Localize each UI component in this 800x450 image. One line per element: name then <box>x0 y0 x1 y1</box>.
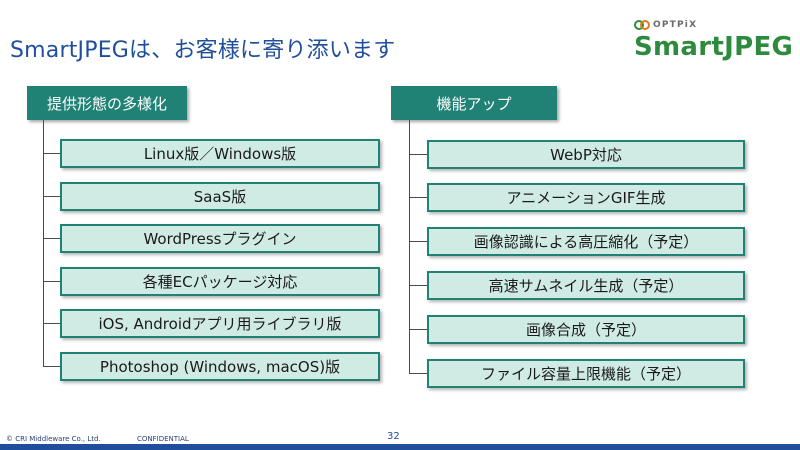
left-branch <box>43 238 60 239</box>
page-number: 32 <box>387 431 400 442</box>
right-item-3: 画像認識による高圧縮化（予定） <box>427 227 745 256</box>
right-branch <box>409 285 427 286</box>
right-connector-line <box>409 120 410 373</box>
left-branch <box>43 366 60 367</box>
right-item-1: WebP対応 <box>427 140 745 169</box>
footer-copyright: © CRI Middleware Co., Ltd. <box>6 435 101 443</box>
left-branch <box>43 153 60 154</box>
slide-title: SmartJPEGは、お客様に寄り添います <box>10 38 396 63</box>
left-item-3: WordPressプラグイン <box>60 224 380 253</box>
logo-small-text: OPTPiX <box>653 20 698 30</box>
bottom-accent-bar <box>0 444 800 450</box>
left-branch <box>43 323 60 324</box>
left-item-6: Photoshop (Windows, macOS)版 <box>60 352 380 381</box>
left-item-1: Linux版／Windows版 <box>60 139 380 168</box>
right-branch <box>409 373 427 374</box>
right-branch <box>409 197 427 198</box>
right-branch <box>409 241 427 242</box>
left-item-4: 各種ECパッケージ対応 <box>60 267 380 296</box>
footer-confidential: CONFIDENTIAL <box>137 435 189 443</box>
left-item-5: iOS, Androidアプリ用ライブラリ版 <box>60 309 380 338</box>
right-item-6: ファイル容量上限機能（予定） <box>427 359 745 388</box>
left-branch <box>43 196 60 197</box>
right-item-5: 画像合成（予定） <box>427 315 745 344</box>
left-column-header: 提供形態の多様化 <box>27 86 187 120</box>
logo-main-text: SmartJPEG <box>634 32 794 62</box>
smartjpeg-logo: OPTPiX SmartJPEG <box>628 18 793 63</box>
left-item-2: SaaS版 <box>60 182 380 211</box>
left-branch <box>43 281 60 282</box>
right-item-4: 高速サムネイル生成（予定） <box>427 271 745 300</box>
optpix-mark-icon <box>634 20 650 32</box>
right-item-2: アニメーションGIF生成 <box>427 183 745 212</box>
right-column-header: 機能アップ <box>391 86 557 120</box>
right-branch <box>409 329 427 330</box>
left-connector-line <box>43 120 44 366</box>
right-branch <box>409 154 427 155</box>
